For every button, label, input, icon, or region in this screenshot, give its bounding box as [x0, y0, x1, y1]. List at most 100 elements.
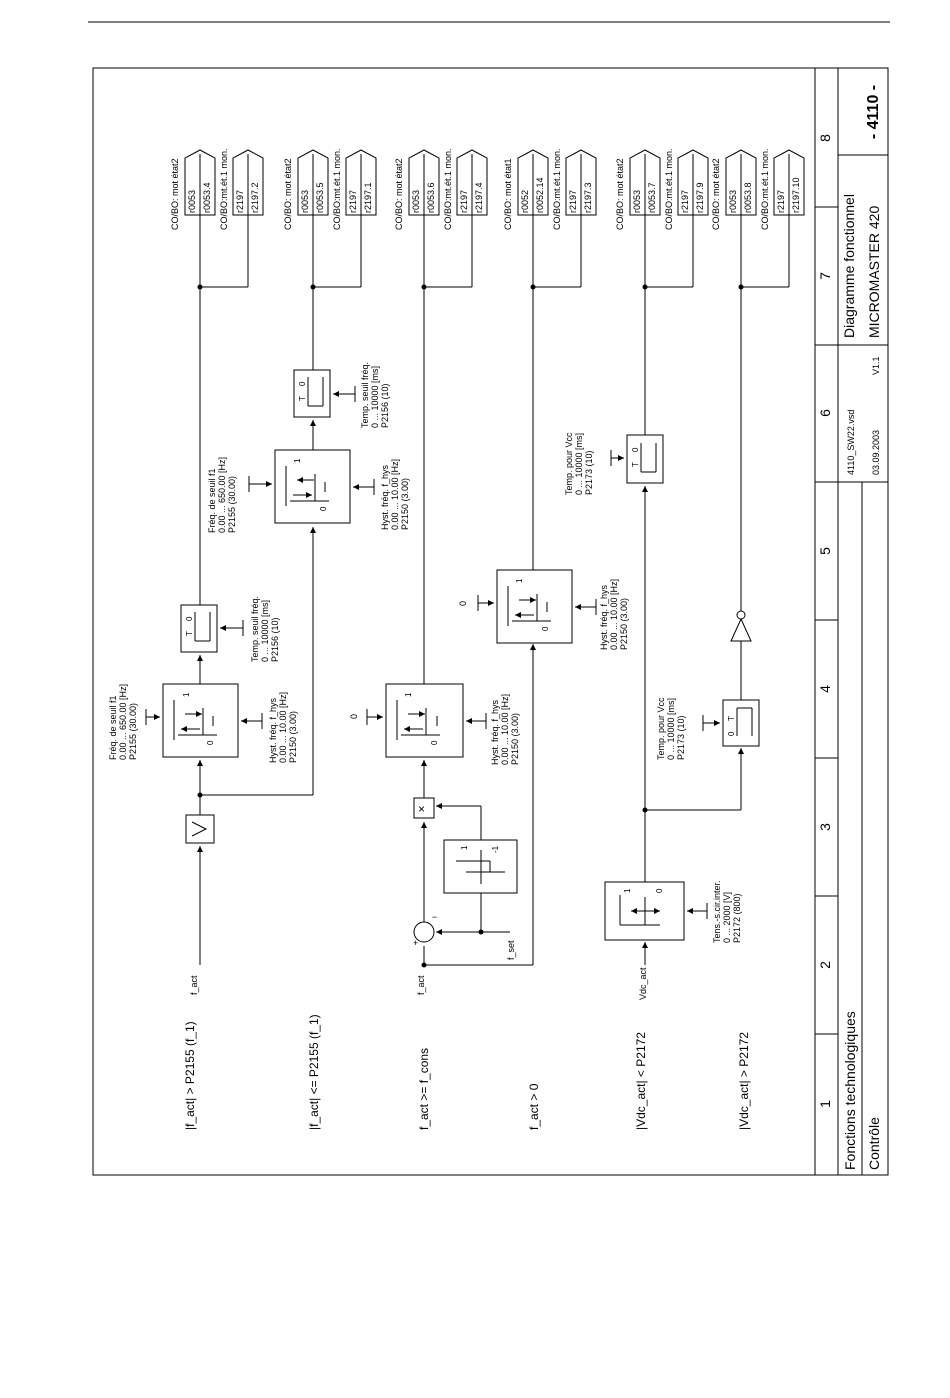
svg-text:Tens.-s.cir.inter.: Tens.-s.cir.inter.: [712, 880, 722, 943]
output-6-bit2: r2197.10: [791, 177, 801, 213]
svg-text:0: 0: [319, 506, 328, 511]
output-4-bit: r0052.14: [535, 177, 545, 213]
sign-block: 1 -1: [443, 839, 518, 894]
threshold-zero-2: 0: [458, 601, 468, 606]
col-7: 7: [817, 272, 833, 280]
condition-row-4: f_act > 0: [527, 1083, 541, 1130]
output-1-bit2: r2197.2: [250, 182, 260, 213]
svg-text:0: 0: [727, 731, 736, 736]
svg-text:P2155 (30.00): P2155 (30.00): [227, 476, 237, 533]
param-freq-seuil-2: Fréq. de seuil f1 0.00 ... 650.00 [Hz] P…: [207, 457, 237, 533]
svg-text:P2156 (10): P2156 (10): [380, 383, 390, 428]
output-4-label: CO/BO: mot état1: [503, 158, 513, 230]
param-temp-freq-1: Temp. seuil fréq. 0 ... 10000 [ms] P2156…: [250, 596, 280, 662]
output-1-bit: r0053.4: [202, 182, 212, 213]
output-6-param2: r2197: [776, 190, 786, 213]
column-numbers: 8 7 6 5 4 3 2 1: [817, 134, 833, 1108]
col-8: 8: [817, 134, 833, 142]
output-6-label: CO/BO: mot état2: [711, 158, 721, 230]
svg-text:0: 0: [185, 616, 194, 621]
svg-text:1: 1: [293, 458, 302, 463]
svg-text:1: 1: [623, 888, 632, 893]
output-connectors: [184, 149, 805, 290]
svg-text:1: 1: [460, 845, 469, 850]
comparator-2: 1 0: [274, 449, 351, 524]
signal-f-act-2: f_act: [416, 975, 426, 995]
svg-text:Temp. pour Vcc: Temp. pour Vcc: [656, 697, 666, 760]
svg-text:T: T: [727, 716, 736, 721]
svg-text:Fréq. de seuil f1: Fréq. de seuil f1: [108, 695, 118, 760]
svg-text:P2150 (3.00): P2150 (3.00): [400, 478, 410, 530]
condition-row-2: |f_act| <= P2155 (f_1): [307, 1014, 321, 1130]
output-5-label: CO/BO: mot état2: [615, 158, 625, 230]
svg-text:0.00 ... 10.00 [Hz]: 0.00 ... 10.00 [Hz]: [609, 579, 619, 650]
summing-junction: + −: [413, 912, 437, 948]
abs-block: [185, 814, 215, 844]
subsection-title: Contrôle: [866, 1117, 882, 1170]
section-title: Fonctions technologiques: [842, 1011, 858, 1170]
svg-text:-1: -1: [491, 845, 500, 853]
output-5-param2: r2197: [680, 190, 690, 213]
col-2: 2: [817, 961, 833, 969]
svg-text:0: 0: [206, 740, 215, 745]
file-name: 4110_SW22.vsd: [846, 410, 856, 475]
svg-text:−: −: [432, 912, 437, 922]
col-5: 5: [817, 547, 833, 555]
output-labels: CO/BO: mot état2 r0053 r0053.4 CO/BO:mt.…: [170, 148, 801, 230]
svg-text:T: T: [631, 462, 640, 467]
abs-symbol: [191, 821, 208, 837]
output-2-bit2: r2197.1: [363, 182, 373, 213]
output-6-bit: r0053.8: [743, 182, 753, 213]
svg-text:P2156 (10): P2156 (10): [270, 617, 280, 662]
output-6-param: r0053: [728, 190, 738, 213]
param-hyst-3: Hyst. fréq. f_hys 0.00 ... 10.00 [Hz] P2…: [490, 694, 520, 765]
output-5-param: r0053: [632, 190, 642, 213]
svg-text:0: 0: [298, 381, 307, 386]
svg-text:P2173 (10): P2173 (10): [584, 450, 594, 495]
output-2-label: CO/BO: mot état2: [283, 158, 293, 230]
signal-labels: f_act f_act f_set Vdc_act: [189, 940, 648, 1000]
param-hyst-1: Hyst. fréq. f_hys 0.00 ... 10.00 [Hz] P2…: [268, 692, 298, 763]
svg-text:0 ... 10000 [ms]: 0 ... 10000 [ms]: [370, 366, 380, 428]
timer-vcc-1: T 0: [626, 434, 664, 484]
svg-text:P2173 (10): P2173 (10): [676, 715, 686, 760]
param-hyst-2: Hyst. fréq. f_hys 0.00 ... 10.00 [Hz] P2…: [380, 459, 410, 530]
inverter: [730, 610, 752, 642]
svg-text:P2172 (800): P2172 (800): [732, 893, 742, 943]
output-1-param2: r2197: [235, 190, 245, 213]
output-1-param: r0053: [187, 190, 197, 213]
svg-text:Temp. seuil fréq.: Temp. seuil fréq.: [360, 362, 370, 428]
col-1: 1: [817, 1100, 833, 1108]
output-1-label: CO/BO: mot état2: [170, 158, 180, 230]
svg-text:0: 0: [541, 626, 550, 631]
condition-row-3: f_act >= f_cons: [417, 1048, 431, 1130]
output-5-bit: r0053.7: [647, 182, 657, 213]
svg-text:T: T: [185, 631, 194, 636]
condition-row-6: |Vdc_act| > P2172: [737, 1032, 751, 1130]
multiplier: ×: [413, 797, 435, 819]
svg-text:0.00 ... 650.00 [Hz]: 0.00 ... 650.00 [Hz]: [118, 684, 128, 760]
output-4-bit2: r2197.3: [583, 182, 593, 213]
comparator-1: 1 0: [162, 683, 239, 758]
svg-text:0: 0: [430, 740, 439, 745]
output-2-label2: CO/BO:mt.ét.1 mon.: [332, 148, 342, 230]
page-number: - 4110 -: [865, 85, 882, 139]
svg-text:P2155 (30.00): P2155 (30.00): [128, 703, 138, 760]
output-3-param: r0053: [411, 190, 421, 213]
svg-text:0: 0: [631, 447, 640, 452]
svg-text:Hyst. fréq. f_hys: Hyst. fréq. f_hys: [599, 584, 609, 650]
output-4-param2: r2197: [568, 190, 578, 213]
svg-text:Temp. pour Vcc: Temp. pour Vcc: [564, 432, 574, 495]
svg-text:0.00 ... 650.00 [Hz]: 0.00 ... 650.00 [Hz]: [217, 457, 227, 533]
output-6-label2: CO/BO:mt.ét.1 mon.: [760, 148, 770, 230]
svg-text:1: 1: [404, 692, 413, 697]
timer-2: T 0: [293, 369, 331, 418]
svg-text:Fréq. de seuil f1: Fréq. de seuil f1: [207, 468, 217, 533]
signal-f-act-1: f_act: [189, 975, 199, 995]
product-name: MICROMASTER 420: [866, 206, 882, 338]
svg-text:1: 1: [182, 692, 191, 697]
voltage-comparator: 1 0: [604, 881, 685, 941]
svg-text:Temp. seuil fréq.: Temp. seuil fréq.: [250, 596, 260, 662]
col-4: 4: [817, 685, 833, 693]
signal-f-set: f_set: [506, 940, 516, 960]
